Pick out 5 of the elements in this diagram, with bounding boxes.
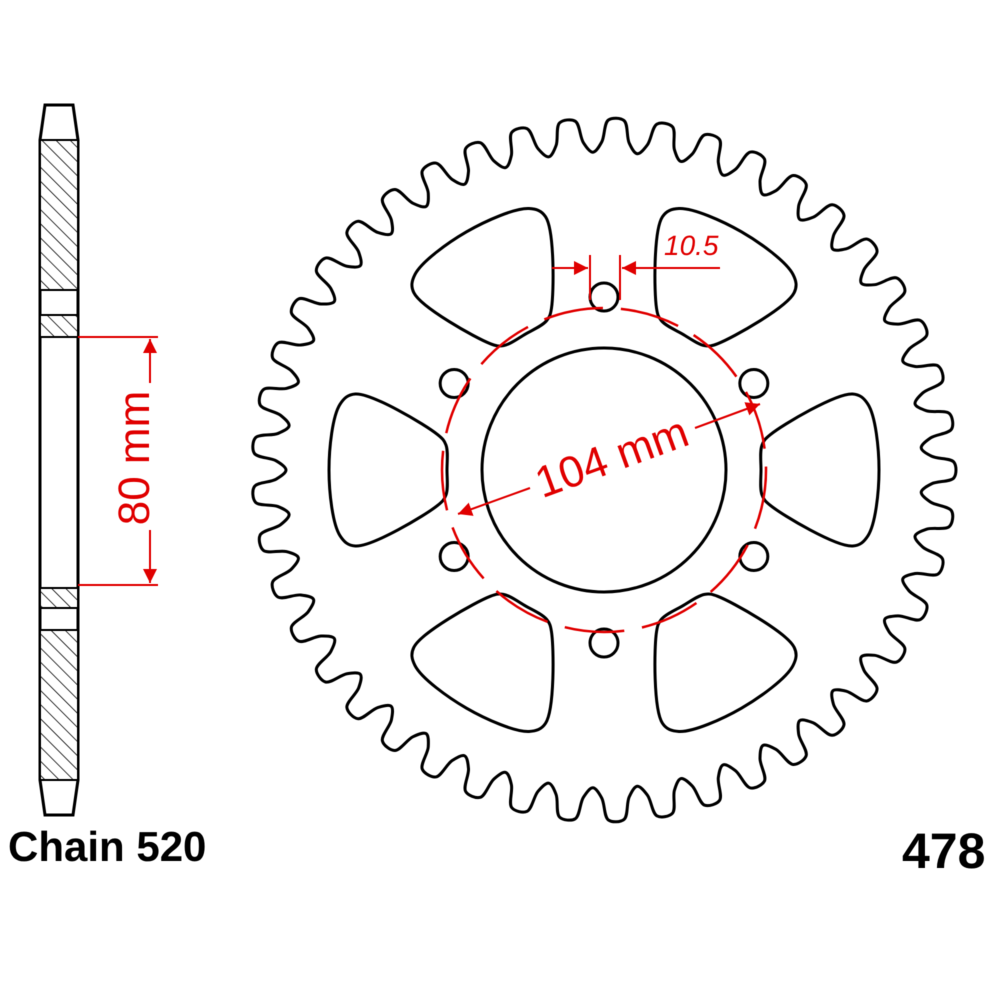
dimension-value: 80 mm (113, 390, 157, 526)
dimension-value: 10.5 (664, 232, 718, 260)
dimension-value: 104 mm (530, 410, 694, 506)
chain-size-label: Chain 520 (8, 826, 206, 868)
part-number: 478 (902, 826, 986, 876)
